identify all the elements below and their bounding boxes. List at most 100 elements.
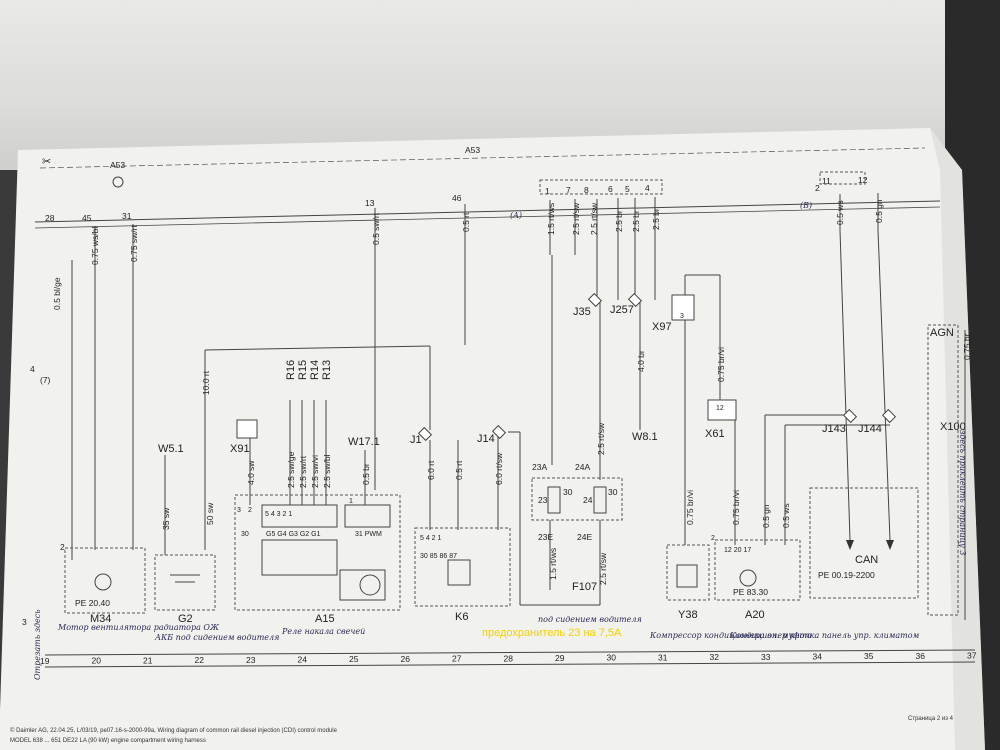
left-mark-7: (7) [40, 375, 51, 385]
a15-30: 30 [241, 531, 249, 538]
wire-label-11: 0.5 ws [835, 200, 845, 225]
wire-label-05br: 0.5 br [361, 463, 371, 485]
wire-label-6rt: 6.0 rt [426, 460, 436, 480]
label-23: 23 [538, 495, 548, 505]
label-j257: J257 [610, 304, 634, 316]
pin-13: 13 [365, 198, 375, 208]
grid-number: 25 [349, 654, 359, 664]
pin-a15-2: 2 [248, 507, 252, 514]
wire-label-1: 1.5 rt/ws [546, 203, 556, 235]
pin-a20-2: 2 [711, 535, 715, 542]
grid-number: 29 [555, 653, 565, 663]
grid-number: 28 [504, 653, 514, 663]
wire-label-5: 2.5 br [631, 210, 641, 232]
circle-a: (A) [510, 211, 522, 220]
grid-number: 26 [401, 654, 411, 664]
label-r14: R14 [309, 360, 321, 380]
label-m34: M34 [90, 613, 111, 625]
grid-number: 31 [658, 652, 668, 662]
label-r15: R15 [297, 360, 309, 380]
note-left-side: Отрезать здесь [33, 609, 42, 680]
footer-line2: MODEL 638 ... 651 DE22 LA (90 kW) engine… [10, 738, 206, 744]
wire-label-6rtsw: 6.0 rt/sw [494, 452, 504, 485]
note-y38: Компрессор кондиционера эл. муфта [649, 631, 812, 640]
grid-number: 30 [607, 653, 617, 663]
wire-label-agn: 0.75 br [962, 333, 972, 360]
note-right-side: здесь приклеить страницу 3 [958, 430, 967, 555]
pin-46: 46 [452, 193, 462, 203]
note-m34: Мотор вентилятора радиатора ОЖ [57, 623, 220, 632]
wire-label-7: 2.5 rt/sw [571, 202, 581, 235]
note-f107: под сидением водителя [538, 615, 642, 624]
label-23e: 23E [538, 532, 553, 542]
label-y38: Y38 [678, 609, 698, 621]
pin-2: 2 [815, 183, 820, 193]
grid-number: 27 [452, 654, 462, 664]
k6-pins-bot: 30 85 86 87 [420, 553, 457, 560]
wire-label-12: 0.5 gn [874, 199, 884, 223]
wire-label-10rt: 10.0 rt [201, 370, 211, 395]
a20-pins: 12 20 17 [724, 547, 751, 554]
wire-label-05ws: 0.5 ws [781, 503, 791, 528]
label-can: CAN [855, 554, 878, 566]
note-a20: Кондиционер кнопка панель упр. климатом [729, 631, 920, 640]
wire-label-r13: 2.5 sw/bl [322, 454, 332, 488]
fuse-overlay-note: предохранитель 23 на 7,5А [482, 627, 622, 639]
pin-1: 1 [545, 186, 550, 196]
label-j144: J144 [858, 423, 882, 435]
wire-label-05gn: 0.5 gn [761, 504, 771, 528]
pin-w171-1: 1 [349, 498, 353, 505]
grid-number: 37 [967, 651, 977, 661]
grid-number: 24 [298, 655, 308, 665]
wire-label-8: 2.5 rt/sw [589, 202, 599, 235]
pin-x97-3: 3 [680, 313, 684, 320]
grid-number: 23 [246, 655, 256, 665]
pin-28: 28 [45, 213, 55, 223]
grid-number: 21 [143, 655, 153, 665]
wire-label-15rtws: 1.5 rt/ws [548, 548, 558, 580]
label-a20: A20 [745, 609, 765, 621]
label-f107: F107 [572, 581, 597, 593]
label-g2: G2 [178, 613, 193, 625]
label-w171: W17.1 [348, 436, 380, 448]
a15-pwm: 31 PWM [355, 531, 382, 538]
wire-label-r14: 2.5 sw/vi [310, 455, 320, 488]
label-j143: J143 [822, 423, 846, 435]
left-mark-3: 3 [22, 617, 27, 627]
wire-label-35sw: 35 sw [161, 507, 171, 530]
footer-page: Страница 2 из 4 [908, 716, 954, 722]
a53-mid-label: A53 [465, 145, 480, 155]
left-mark-2: 2 [60, 542, 65, 552]
footer-line1: © Daimler AG, 22.04.25, L/03/19, pe07.16… [10, 727, 338, 734]
wire-label-6: 2.5 br [614, 210, 624, 232]
pin-a15-3: 3 [237, 507, 241, 514]
pin-x61-12: 12 [716, 405, 724, 412]
wire-label-31: 0.75 sw/rt [129, 225, 139, 262]
pin-12: 12 [858, 175, 868, 185]
left-mark-4: 4 [30, 364, 35, 374]
label-r13: R13 [321, 360, 333, 380]
wire-label-13: 0.5 sw/rt [371, 212, 381, 245]
k6-pins-top: 5 4 2 1 [420, 535, 442, 542]
label-j35: J35 [573, 306, 591, 318]
wire-label-4: 2.5 br [651, 208, 661, 230]
pe-m34: PE 20.40 [75, 598, 110, 608]
wire-label-r16: 2.5 sw/ge [286, 451, 296, 488]
wire-label-075brvi3: 0.75 br/vi [731, 490, 741, 525]
label-agn: AGN [930, 327, 954, 339]
wire-label-left: 0.5 bl/ge [52, 277, 62, 310]
label-a15: A15 [315, 613, 335, 625]
grid-number: 35 [864, 651, 874, 661]
label-w81: W8.1 [632, 431, 658, 443]
wire-label-25rtsw: 2.5 rt/sw [596, 422, 606, 455]
pin-11: 11 [822, 176, 831, 186]
label-k6: K6 [455, 611, 468, 623]
label-j1: J1 [410, 434, 422, 446]
wire-label-46: 0.5 rt [461, 212, 471, 232]
note-a15: Реле накала свечей [281, 627, 365, 636]
grid-number: 32 [710, 652, 720, 662]
label-30b: 30 [608, 487, 618, 497]
pin-5: 5 [625, 184, 630, 194]
scissors-icon: ✂ [42, 156, 51, 168]
